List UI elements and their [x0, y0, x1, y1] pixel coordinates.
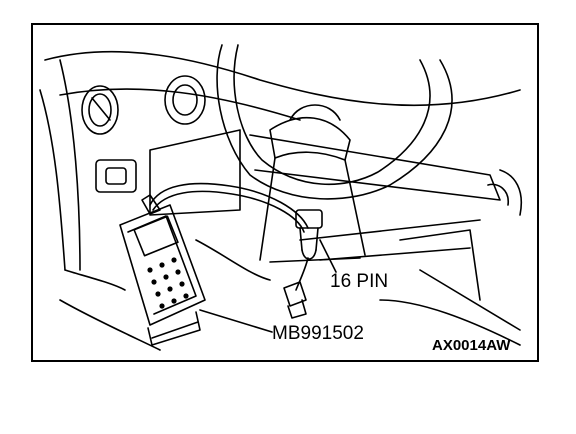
left-pillar	[39, 59, 81, 271]
leader-mb991502	[199, 309, 273, 333]
instrument-panel	[149, 129, 241, 216]
scan-tool-cable	[149, 182, 309, 229]
figure-code-label: AX0014AW	[432, 337, 511, 354]
scan-tool	[119, 194, 206, 346]
scan-tool-keypad	[147, 257, 189, 309]
tool-part-number-label: MB991502	[272, 323, 364, 344]
connector-label: 16 PIN	[330, 271, 389, 292]
dashboard-outline	[44, 50, 521, 107]
steering-wheel	[216, 44, 453, 263]
pedal-area	[399, 169, 522, 331]
adapter-cable	[295, 257, 309, 291]
dashboard-lower-edge	[59, 88, 301, 121]
figure-frame	[31, 23, 539, 362]
leader-16pin	[319, 239, 337, 273]
air-vent-center	[164, 75, 206, 125]
dash-switch	[95, 159, 137, 193]
air-vent-left	[81, 85, 119, 135]
adapter-plug	[283, 281, 307, 319]
diagnosis-connector	[295, 209, 323, 260]
